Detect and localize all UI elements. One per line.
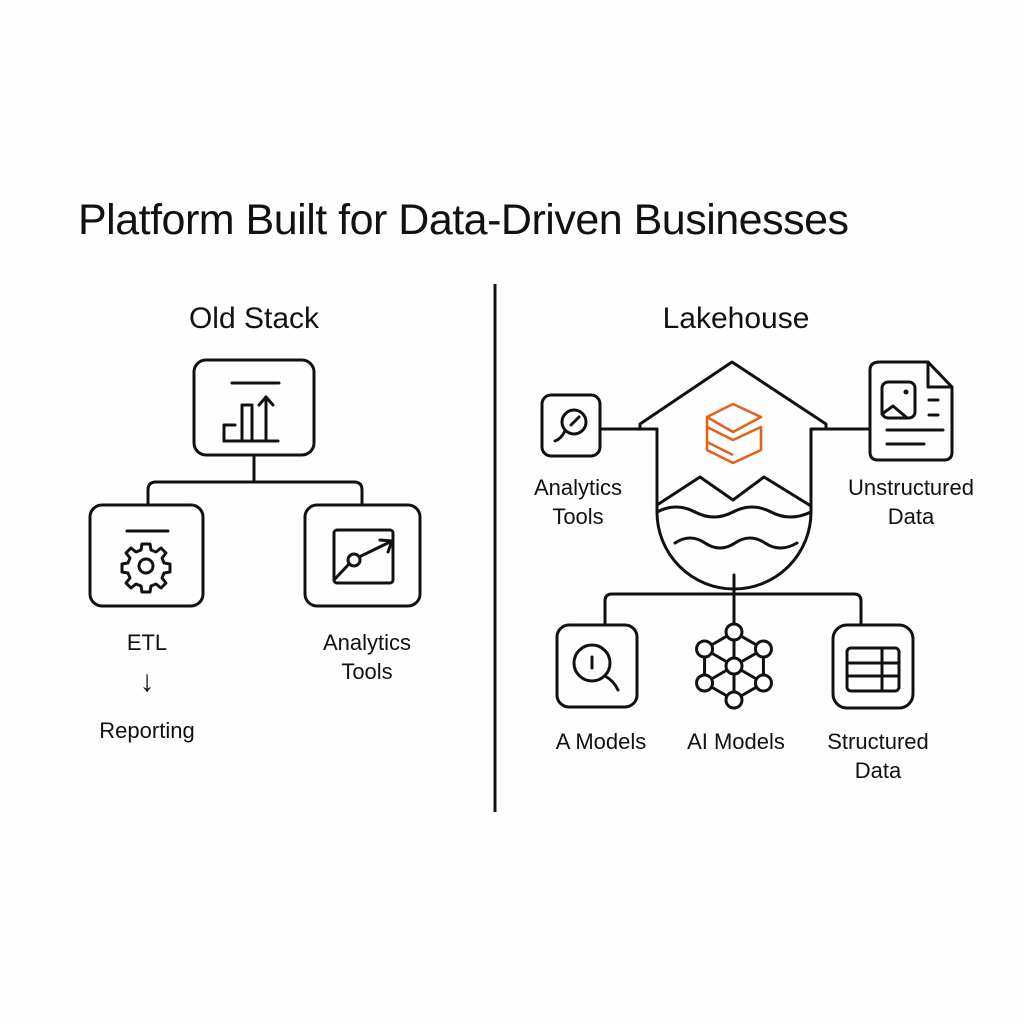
graph-node <box>724 622 744 642</box>
old-stack-heading: Old Stack <box>188 302 320 335</box>
lakehouse-analytics-node[interactable] <box>540 393 602 458</box>
reporting-label: Reporting <box>99 718 195 743</box>
a-models-node[interactable] <box>555 623 639 709</box>
lakehouse-center-node[interactable] <box>638 360 828 591</box>
ai-models-label: AI Models <box>687 729 785 754</box>
etl-label: ETL <box>126 630 168 655</box>
unstructured-data-label: Unstructured Data <box>836 473 986 531</box>
a-models-label: A Models <box>555 729 647 754</box>
layers-icon <box>705 402 763 465</box>
label-line: Analytics <box>533 475 623 500</box>
lakehouse-connectors <box>598 427 872 627</box>
analytics-tools-node[interactable] <box>303 503 422 608</box>
label-line: Unstructured <box>848 475 974 500</box>
label-line: Data <box>854 758 902 783</box>
down-arrow-icon: ↓ <box>139 665 155 698</box>
old-stack-connector <box>146 453 364 507</box>
unstructured-data-node[interactable] <box>868 360 954 462</box>
magnifier-icon <box>572 643 620 692</box>
compass-search-icon <box>553 408 588 443</box>
structured-data-node[interactable] <box>831 623 915 710</box>
lakehouse-house-icon <box>638 360 828 591</box>
lakehouse-heading: Lakehouse <box>662 302 810 335</box>
page-title: Platform Built for Data-Driven Businesse… <box>78 196 849 244</box>
label-line: Analytics <box>322 630 412 655</box>
graph-node <box>724 656 744 676</box>
old-stack-top-node[interactable] <box>192 358 316 457</box>
document-image-icon <box>880 380 945 446</box>
label-line: Structured <box>827 729 929 754</box>
graph-node <box>753 673 773 693</box>
etl-node[interactable] <box>88 503 205 608</box>
label-line: Tools <box>552 504 604 529</box>
lakehouse-analytics-label: Analytics Tools <box>513 473 643 531</box>
network-graph-icon <box>695 622 773 710</box>
label-line: Tools <box>341 659 393 684</box>
structured-data-label: Structured Data <box>813 727 943 785</box>
graph-node <box>724 690 744 710</box>
label-line: Data <box>887 504 935 529</box>
graph-node <box>695 639 715 659</box>
graph-node <box>753 639 773 659</box>
analytics-tools-label: Analytics Tools <box>302 628 432 686</box>
gear-icon <box>120 529 172 594</box>
ai-models-node[interactable] <box>695 622 773 710</box>
graph-node <box>695 673 715 693</box>
bar-chart-arrow-icon <box>222 381 281 443</box>
trend-chart-icon <box>332 528 395 585</box>
table-icon <box>845 646 901 693</box>
